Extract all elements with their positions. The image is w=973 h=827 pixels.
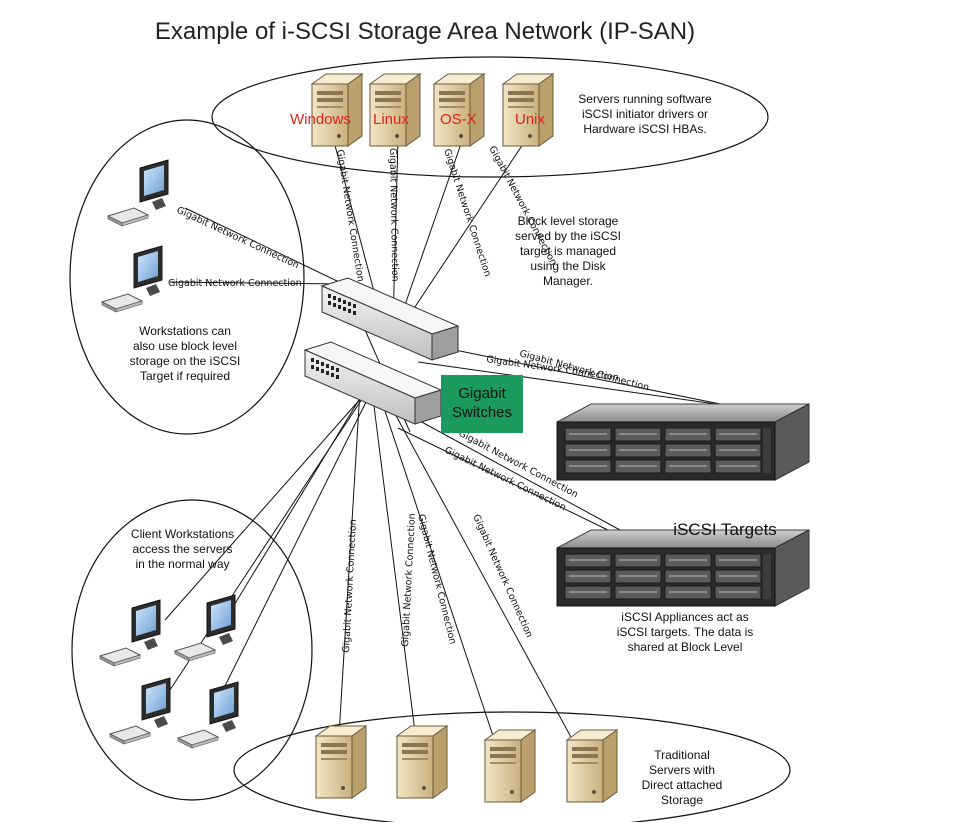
connection-label: Gigabit Network Connection [387,148,400,282]
workstations-group [69,119,305,435]
diagram-title: Example of i-SCSI Storage Area Network (… [154,18,696,45]
traditional-servers-note: Traditional Servers with Direct attached… [641,748,723,807]
server-tower-icon[interactable] [396,725,448,799]
server-tower-icon[interactable] [433,73,485,147]
connection-label: Gigabit Network Connection [341,519,359,653]
server-tower-icon[interactable] [502,73,554,147]
appliances-note: iSCSI Appliances act as iSCSI targets. T… [616,610,754,654]
connection-label: Gigabit Network Connection [415,513,458,645]
os-servers-group [211,56,769,178]
server-tower-icon[interactable] [369,73,421,147]
os-label-windows: Windows [290,111,351,128]
workstation-monitor-icon[interactable] [109,677,171,745]
connection-label: Gigabit Network Connection [175,205,301,271]
workstation-monitor-icon[interactable] [177,681,239,749]
server-tower-icon[interactable] [484,729,536,803]
connection-label: Gigabit Network Connection [441,148,493,279]
workstation-monitor-icon[interactable] [99,599,161,667]
traditional-servers-group [233,711,791,827]
os-label-linux: Linux [373,111,409,128]
gigabit-switches-label: Gigabit Switches [441,375,523,433]
block-level-note: Block level storage served by the iSCSI … [514,214,622,288]
server-tower-icon[interactable] [566,729,618,803]
iscsi-targets-label: iSCSI Targets [673,520,777,539]
connection-label: Gigabit Network Connection [400,513,418,647]
storage-rack-icon[interactable] [556,529,810,607]
client-workstations-group [71,499,313,801]
server-tower-icon[interactable] [311,73,363,147]
servers-note: Servers running software iSCSI initiator… [578,92,712,136]
os-label-osx: OS-X [440,111,477,128]
workstation-monitor-icon[interactable] [101,245,163,313]
storage-rack-icon[interactable] [556,403,810,481]
workstation-monitor-icon[interactable] [174,594,236,662]
connection-label: Gigabit Network Connection [470,513,534,640]
server-tower-icon[interactable] [315,725,367,799]
client-workstations-note: Client Workstations access the servers i… [130,527,235,571]
workstations-note: Workstations can also use block level st… [129,324,241,383]
os-label-unix: Unix [515,111,546,128]
connection-label: Gigabit Network Connection [168,278,302,289]
workstation-monitor-icon[interactable] [107,159,169,227]
